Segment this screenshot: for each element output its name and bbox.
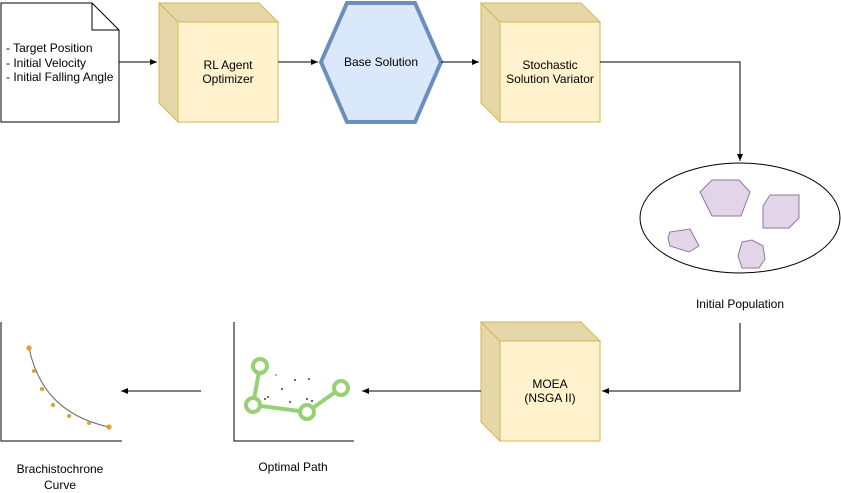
- population-member: [762, 194, 800, 229]
- input-parameter: - Target Position: [6, 41, 93, 55]
- initial-population-label: Initial Population: [695, 297, 785, 311]
- rl-agent-cube: [157, 1, 280, 124]
- population-member: [737, 239, 766, 269]
- optimal-path-label: Optimal Path: [258, 460, 328, 474]
- input-parameters-list: - Target Position - Initial Velocity - I…: [6, 41, 120, 85]
- brachistochrone-plot: [0, 322, 122, 442]
- input-document: [0, 2, 120, 123]
- moea-label: MOEA (NSGA II): [524, 377, 576, 405]
- rl-agent-label: RL Agent Optimizer: [202, 58, 254, 86]
- brachistochrone-label: Brachistochrone Curve: [16, 462, 104, 492]
- input-parameter: - Initial Velocity: [6, 55, 87, 70]
- optimal-path-plot: [233, 322, 354, 442]
- population-member: [667, 228, 700, 253]
- connectors: [119, 59, 743, 394]
- stochastic-variator-label: Stochastic Solution Variator: [506, 58, 594, 86]
- moea-cube: [479, 320, 602, 443]
- population-member: [699, 179, 751, 217]
- input-parameter: - Initial Falling Angle: [6, 70, 114, 84]
- base-solution-label: Base Solution: [343, 55, 419, 69]
- stochastic-variator-cube: [479, 1, 602, 124]
- initial-population-ellipse: [639, 162, 841, 274]
